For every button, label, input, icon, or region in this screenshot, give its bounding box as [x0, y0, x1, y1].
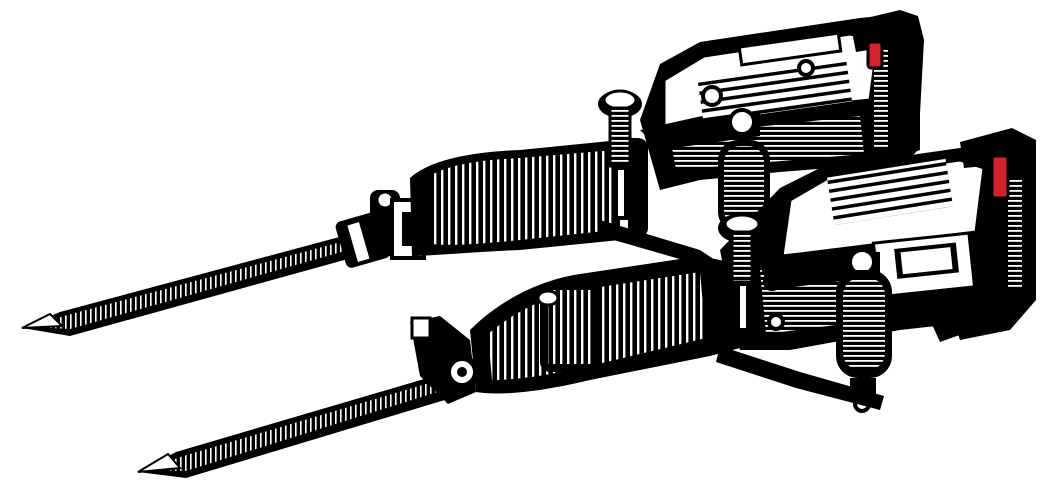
front-bracket — [716, 346, 884, 410]
front-hammer — [137, 128, 1036, 478]
front-trigger — [990, 154, 1010, 200]
front-side-handle — [760, 248, 892, 413]
rear-knob — [598, 89, 642, 220]
front-knob — [718, 213, 766, 332]
front-chuck — [410, 316, 479, 404]
front-motor-housing — [720, 140, 1020, 350]
rear-back-handle — [850, 10, 924, 178]
rear-hammer — [21, 10, 924, 336]
front-chisel — [137, 372, 458, 478]
front-foot — [930, 308, 968, 342]
rear-chuck — [335, 190, 426, 268]
front-barrel — [470, 256, 740, 394]
rear-motor-housing — [640, 14, 920, 190]
rear-side-handle — [640, 108, 770, 262]
rear-trigger — [866, 40, 884, 70]
rear-chisel — [21, 232, 366, 336]
front-back-handle — [952, 128, 1036, 340]
